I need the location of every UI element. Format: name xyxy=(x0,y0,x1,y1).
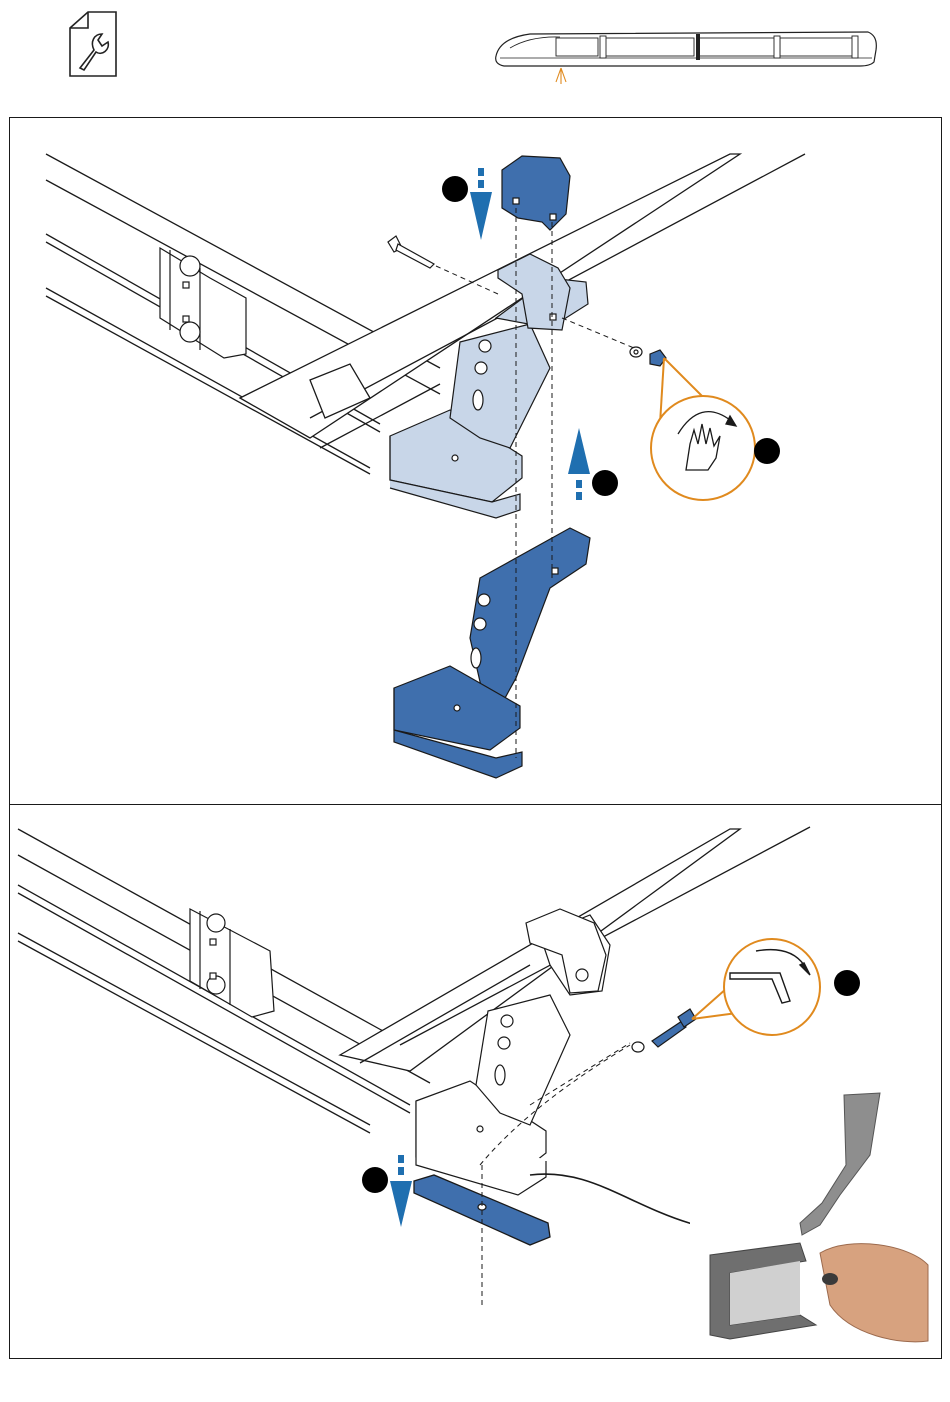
roof-rack-locator-icon xyxy=(490,28,880,86)
step-marker-3 xyxy=(754,438,780,464)
step-marker-4 xyxy=(362,1167,388,1193)
step-1-panel xyxy=(9,117,942,806)
step-marker-1 xyxy=(442,176,468,202)
step-marker-2 xyxy=(592,470,618,496)
step-2-panel xyxy=(9,804,942,1359)
step-marker-5 xyxy=(834,970,860,996)
service-document-icon xyxy=(66,10,120,80)
photo-bracket-with-plate xyxy=(690,1093,930,1353)
